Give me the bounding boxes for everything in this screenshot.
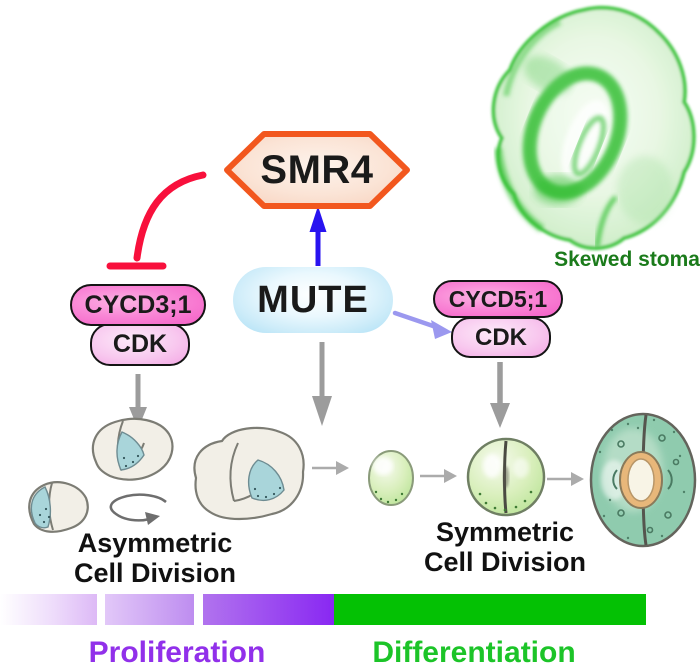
cycd5-node: CYCD5;1 [433, 280, 563, 318]
dividing-gmc-cell [466, 437, 546, 517]
proliferation-bar-segment-2 [105, 594, 194, 625]
symmetric-division-label: Symmetric Cell Division [405, 517, 605, 577]
symmetric-line2: Cell Division [423, 547, 587, 577]
cdk-right-label: CDK [475, 323, 527, 351]
smr4-node: SMR4 [223, 129, 411, 211]
cycd5-pathway-arrow [490, 362, 510, 428]
progression-arrow-1 [312, 461, 349, 475]
proliferation-label: Proliferation [88, 636, 266, 669]
inhibition-arrow [106, 171, 207, 270]
proliferation-bar-segment-1 [0, 594, 97, 625]
skewed-stoma-caption: Skewed stoma [554, 248, 700, 271]
mute-pathway-arrow [312, 342, 332, 426]
mute-to-smr4-arrow [309, 206, 327, 266]
cycd3-node: CYCD3;1 [70, 284, 206, 326]
gmc-cell [368, 450, 414, 506]
progression-arrow-2 [420, 469, 457, 483]
asymmetric-line2: Cell Division [73, 558, 237, 588]
asymmetric-division-cells [28, 417, 305, 533]
proliferation-bar-segment-3 [203, 594, 334, 625]
skewed-stoma-image [491, 5, 696, 250]
smr4-label: SMR4 [260, 147, 374, 192]
cycd3-label: CYCD3;1 [84, 290, 192, 319]
division-loop-arrow [109, 493, 167, 525]
symmetric-line1: Symmetric [435, 517, 575, 547]
asymmetric-line1: Asymmetric [77, 528, 233, 558]
cdk-left-label: CDK [112, 330, 168, 358]
cdk-left-node: CDK [90, 323, 190, 366]
mute-label: MUTE [257, 278, 369, 321]
asymmetric-division-label: Asymmetric Cell Division [55, 528, 255, 588]
differentiation-bar [334, 594, 646, 625]
mute-to-cycd5-arrow [392, 310, 452, 339]
cdk-right-node: CDK [451, 317, 551, 358]
differentiation-label: Differentiation [372, 636, 576, 669]
cycd5-label: CYCD5;1 [448, 285, 548, 312]
progression-arrow-3 [547, 472, 584, 486]
mature-stoma-cell [589, 412, 697, 548]
smr4-hexagon-shape [224, 131, 410, 209]
mute-node: MUTE [233, 267, 393, 333]
